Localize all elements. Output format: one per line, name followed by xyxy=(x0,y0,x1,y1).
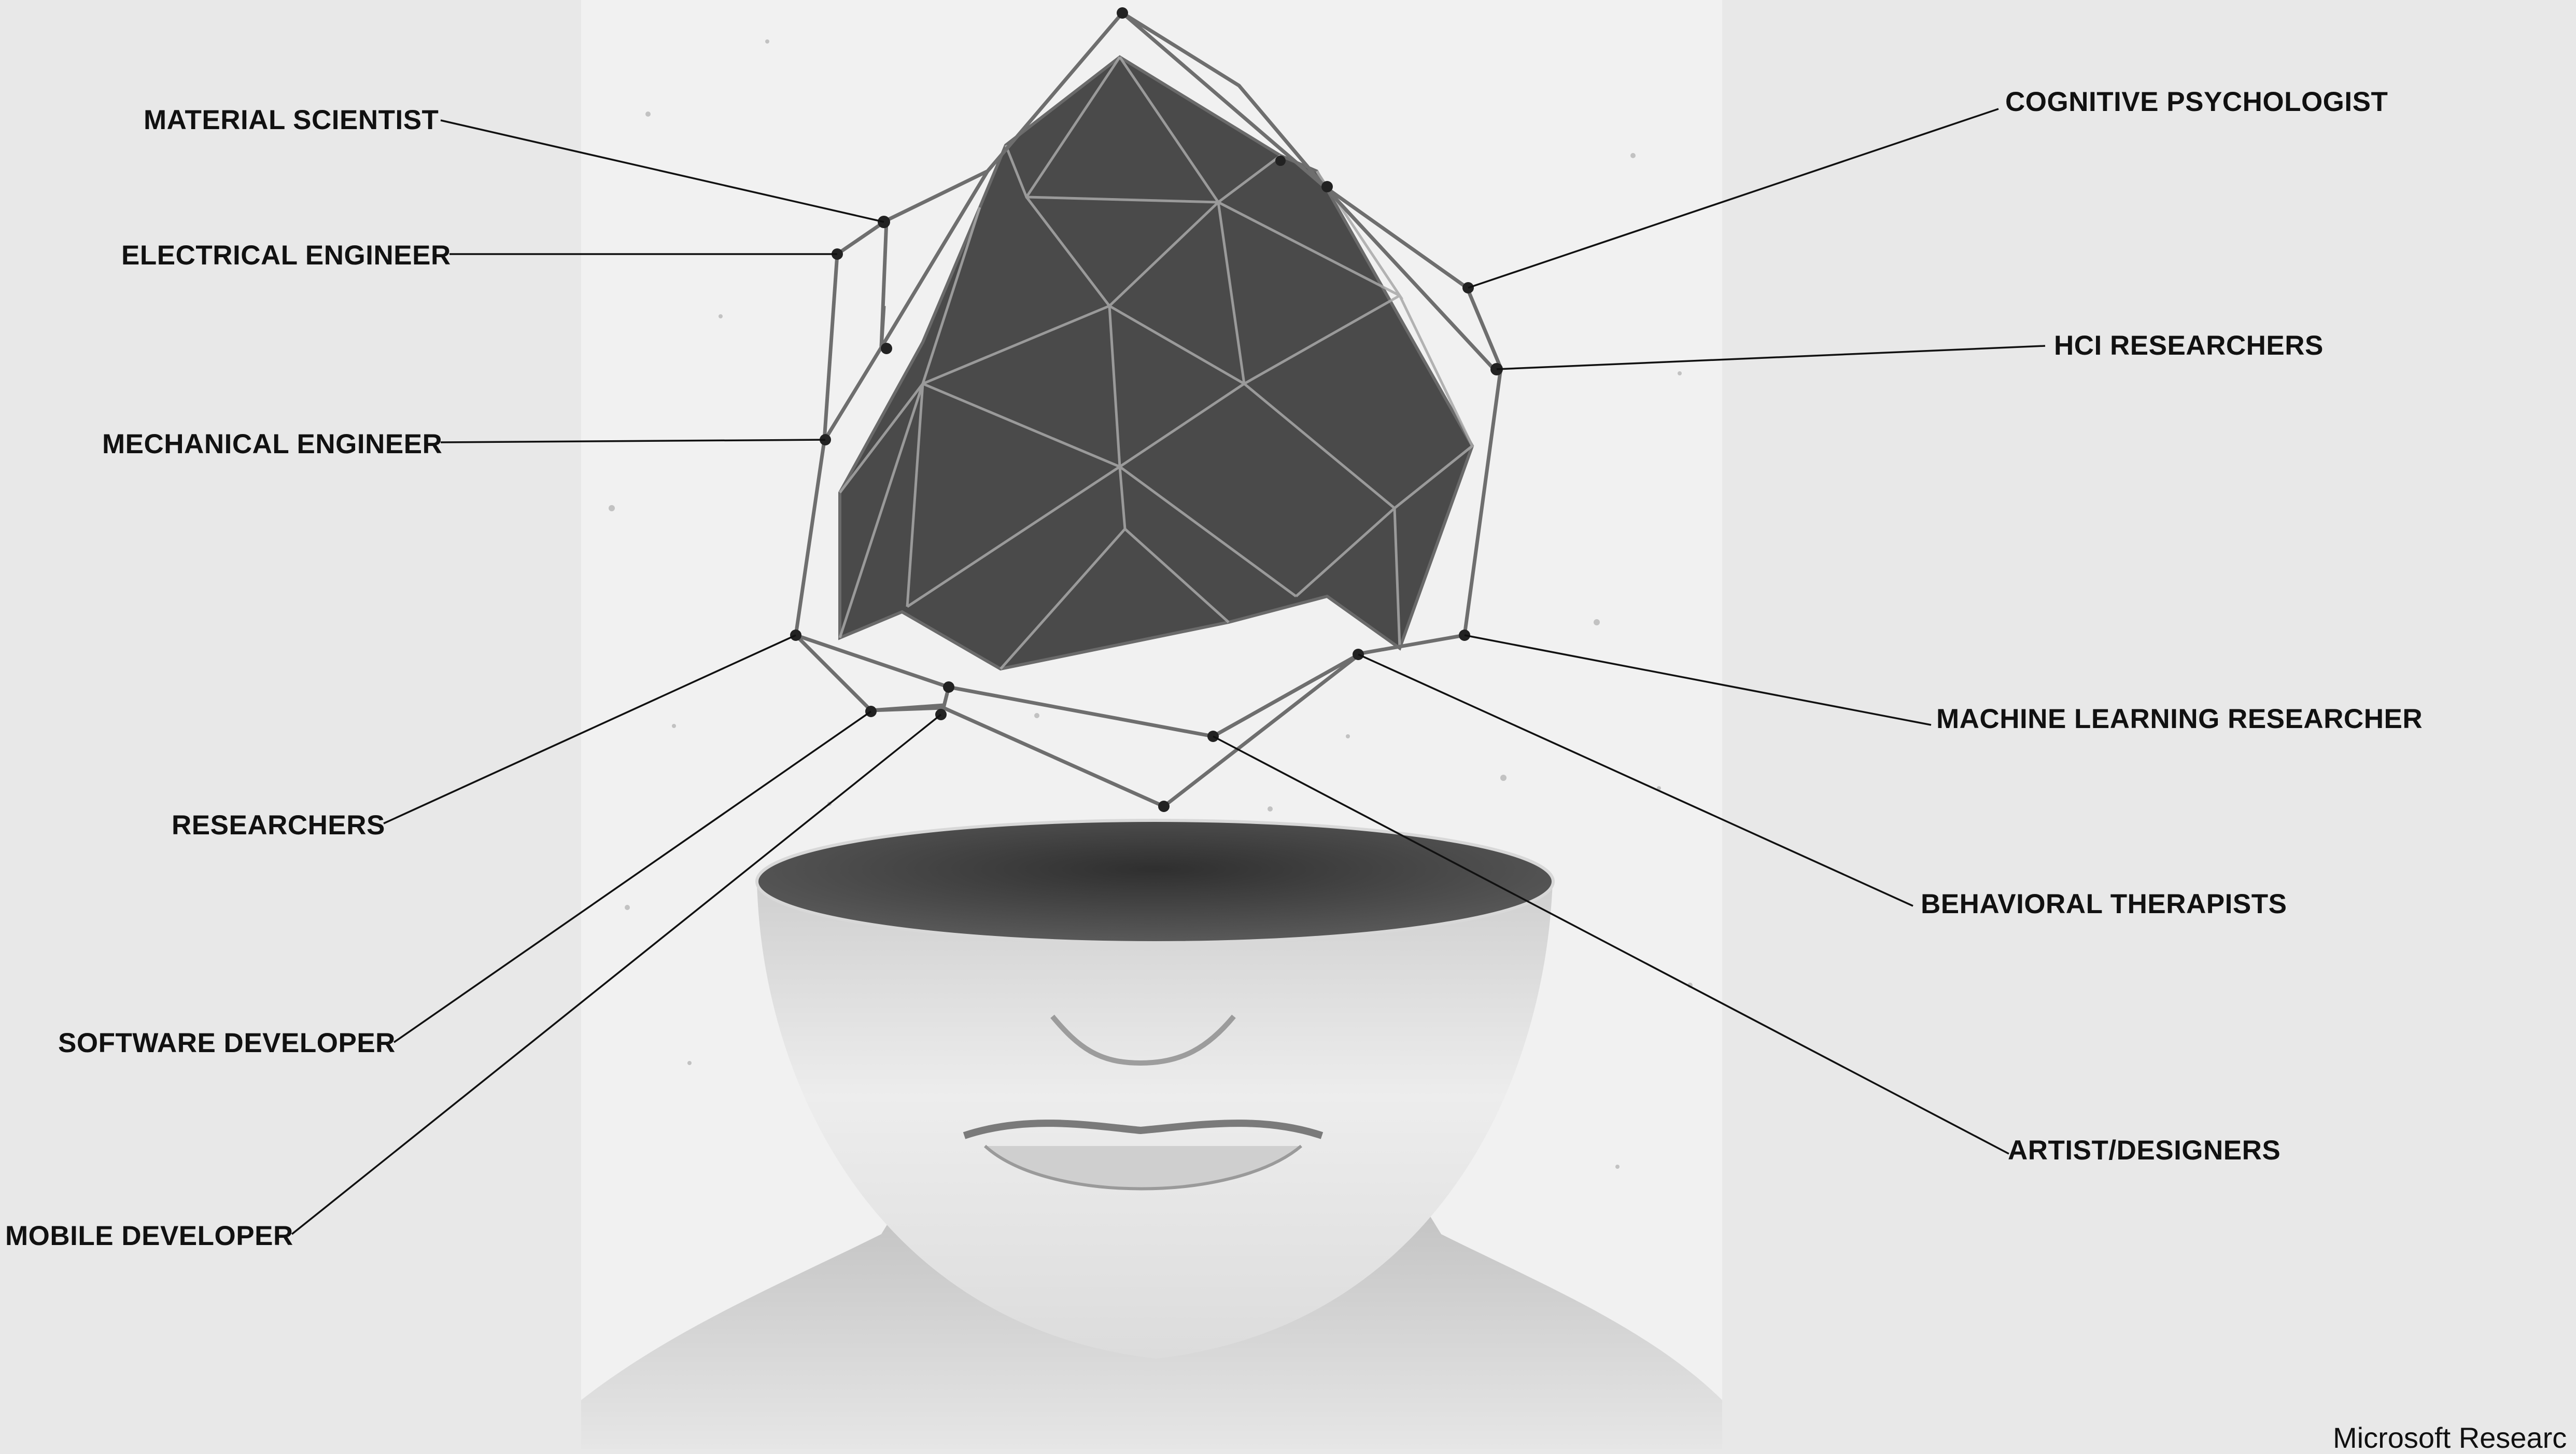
label-cognitive-psychologist: COGNITIVE PSYCHOLOGIST xyxy=(2005,88,2388,116)
label-artist-designers: ARTIST/DESIGNERS xyxy=(2008,1137,2281,1164)
label-hci-researchers: HCI RESEARCHERS xyxy=(2054,332,2324,359)
label-researchers: RESEARCHERS xyxy=(172,812,385,839)
label-mobile-developer: MOBILE DEVELOPER xyxy=(5,1222,293,1250)
label-behavioral-therapists: BEHAVIORAL THERAPISTS xyxy=(1921,890,2287,918)
label-mechanical-engineer: MECHANICAL ENGINEER xyxy=(102,430,442,458)
credit-text: Microsoft Researc xyxy=(2333,1423,2567,1452)
label-software-developer: SOFTWARE DEVELOPER xyxy=(58,1029,396,1057)
label-electrical-engineer: ELECTRICAL ENGINEER xyxy=(121,242,451,269)
label-machine-learning-researcher: MACHINE LEARNING RESEARCHER xyxy=(1936,705,2423,733)
label-material-scientist: MATERIAL SCIENTIST xyxy=(144,106,439,134)
